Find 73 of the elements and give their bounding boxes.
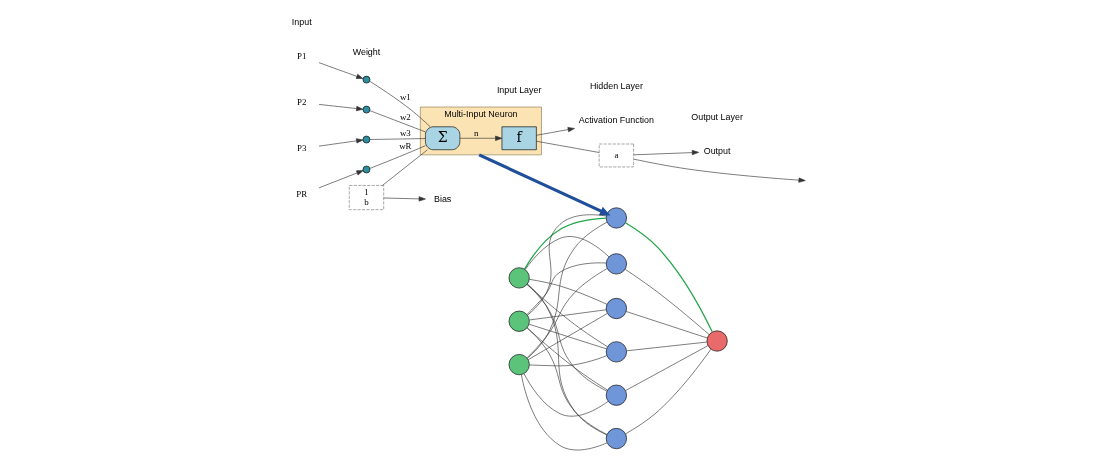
edge-label: n [473,127,479,138]
arrow [536,127,575,136]
node-circle [508,267,530,289]
node-text: Output [703,146,731,157]
connector [529,355,608,367]
connector [526,327,608,435]
node-circle [508,354,530,376]
connector [625,345,709,391]
connector [369,145,426,169]
connector [527,313,608,361]
connector [527,283,608,436]
node-circle [508,310,530,332]
node-text: P3 [297,142,307,153]
connector [369,110,426,133]
node-text: Bias [434,193,452,204]
connector [382,149,428,186]
node-circle [362,135,371,144]
arrow [459,135,503,141]
label: Weight [352,47,381,58]
arrow [318,170,364,189]
label: Input [291,16,312,27]
label: Hidden Layer [589,80,643,91]
edge-label: w1 [399,91,411,102]
connector [625,348,712,435]
connector [521,374,608,451]
connector [527,214,607,316]
edge-label: wR [399,141,412,152]
node-circle [605,297,627,319]
connector [626,341,708,352]
connector [523,373,609,417]
node-circle [605,384,627,406]
edge-label: w2 [399,111,411,122]
node-text: Activation Function [578,115,655,126]
connector [529,279,608,305]
edge-label: w3 [399,128,411,139]
node-circle [605,253,627,275]
arrow [318,104,364,112]
connector [625,311,708,339]
connector [528,323,607,350]
label: Input Layer [496,84,542,95]
label: Output Layer [691,111,743,122]
node-box: 1 b [348,185,384,210]
node-circle [362,75,371,84]
node-circle [605,428,627,450]
node-circle [706,330,728,352]
connector [526,284,608,392]
node-circle [362,105,371,114]
arrow [633,150,699,156]
connector [526,268,608,359]
arrow [633,158,806,183]
node-box: a [598,143,634,168]
node-text: P1 [297,51,307,62]
arrow [478,153,611,216]
arrow [383,196,426,202]
node-circle [362,165,371,174]
connector [369,138,426,140]
connector [526,262,607,315]
connector [527,221,608,359]
node-box: Σ [425,126,461,151]
connector [529,309,607,321]
node-text: PR [296,188,308,199]
arrow [318,138,364,147]
node-text: P2 [297,96,307,107]
connector [624,222,713,333]
connector [536,140,600,153]
connector [524,236,610,270]
arrow [318,62,364,79]
connector [523,217,607,270]
connector [625,269,710,335]
node-circle [605,207,627,229]
node-circle [605,341,627,363]
connector [369,80,431,127]
node-box: f [501,126,537,151]
